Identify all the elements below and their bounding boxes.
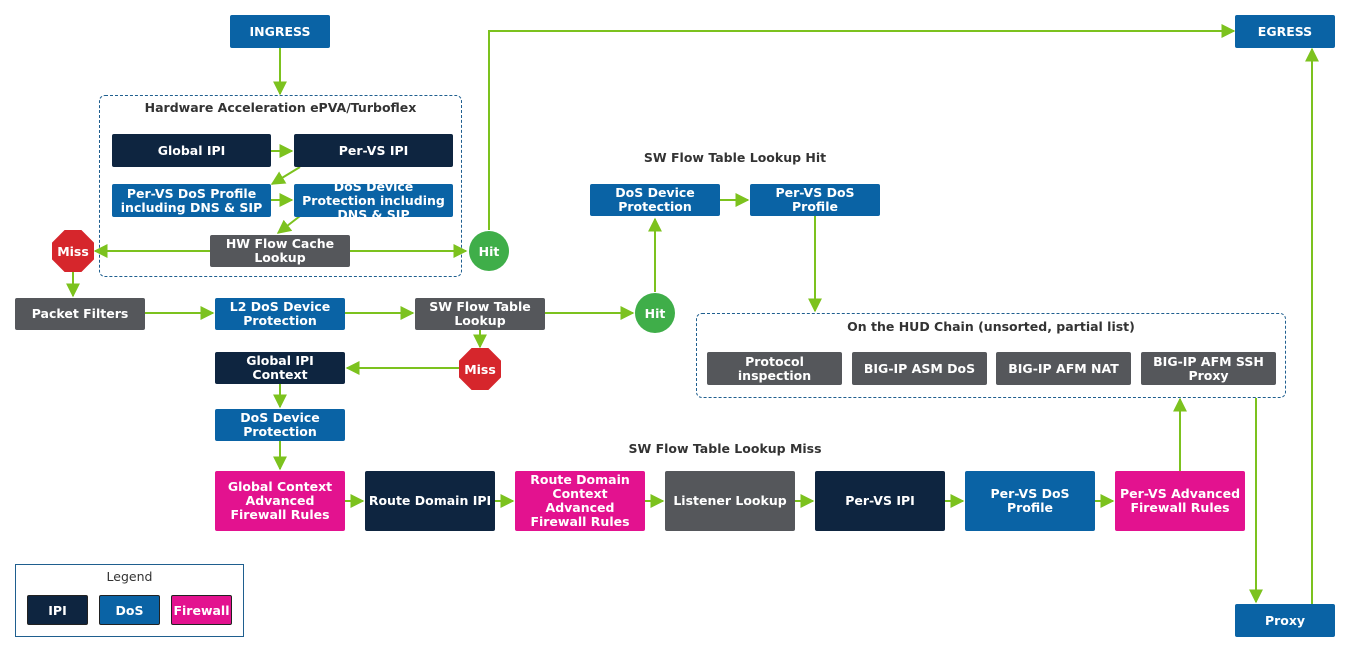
hw-flow-cache-lookup: HW Flow Cache Lookup bbox=[210, 235, 350, 267]
miss-route-domain-firewall: Route Domain Context Advanced Firewall R… bbox=[515, 471, 645, 531]
hit-sw-badge: Hit bbox=[635, 293, 675, 333]
sw-flow-table-lookup: SW Flow Table Lookup bbox=[415, 298, 545, 330]
hw-pervs-ipi: Per-VS IPI bbox=[294, 134, 453, 167]
hw-pervs-dos-profile: Per-VS DoS Profile including DNS & SIP bbox=[112, 184, 271, 217]
global-ipi-context: Global IPI Context bbox=[215, 352, 345, 384]
miss-pervs-advanced-firewall: Per-VS Advanced Firewall Rules bbox=[1115, 471, 1245, 531]
l2-dos-device-protection: L2 DoS Device Protection bbox=[215, 298, 345, 330]
hw-acceleration-title: Hardware Acceleration ePVA/Turboflex bbox=[144, 100, 417, 115]
sw-miss-label: SW Flow Table Lookup Miss bbox=[628, 441, 822, 456]
legend-ipi: IPI bbox=[27, 595, 88, 625]
hw-acceleration-group bbox=[99, 95, 462, 277]
egress-node: EGRESS bbox=[1235, 15, 1335, 48]
legend-dos: DoS bbox=[99, 595, 160, 625]
legend-firewall: Firewall bbox=[171, 595, 232, 625]
proxy-node: Proxy bbox=[1235, 604, 1335, 637]
arrow-pervsipi-pervsdos bbox=[270, 166, 301, 185]
packet-filters: Packet Filters bbox=[15, 298, 145, 330]
legend-title: Legend bbox=[106, 569, 153, 584]
hit-dos-device-protection: DoS Device Protection bbox=[590, 184, 720, 216]
miss-global-context-firewall: Global Context Advanced Firewall Rules bbox=[215, 471, 345, 531]
miss-pervs-ipi: Per-VS IPI bbox=[815, 471, 945, 531]
miss-sw-badge: Miss bbox=[459, 348, 501, 390]
hit-pervs-dos-profile: Per-VS DoS Profile bbox=[750, 184, 880, 216]
arrow-dosdevice-flowcache bbox=[276, 215, 301, 234]
hud-chain-title: On the HUD Chain (unsorted, partial list… bbox=[847, 319, 1135, 334]
legend: Legend IPI DoS Firewall bbox=[15, 564, 244, 637]
hw-dos-device-protection: DoS Device Protection including DNS & SI… bbox=[294, 179, 453, 221]
arrow-hit-egress bbox=[488, 24, 1236, 230]
miss-listener-lookup: Listener Lookup bbox=[665, 471, 795, 531]
sw-hit-label: SW Flow Table Lookup Hit bbox=[643, 150, 827, 165]
hit-hw-badge: Hit bbox=[469, 231, 509, 271]
hw-global-ipi: Global IPI bbox=[112, 134, 271, 167]
hud-chain-group bbox=[696, 313, 1286, 398]
miss-pervs-dos-profile: Per-VS DoS Profile bbox=[965, 471, 1095, 531]
miss-route-domain-ipi: Route Domain IPI bbox=[365, 471, 495, 531]
miss-hw-badge: Miss bbox=[52, 230, 94, 272]
dos-device-protection-sw: DoS Device Protection bbox=[215, 409, 345, 441]
ingress-node: INGRESS bbox=[230, 15, 330, 48]
hud-asm-dos: BIG-IP ASM DoS bbox=[852, 352, 987, 385]
hud-protocol-inspection: Protocol inspection bbox=[707, 352, 842, 385]
hud-afm-nat: BIG-IP AFM NAT bbox=[996, 352, 1131, 385]
hud-afm-ssh-proxy: BIG-IP AFM SSH Proxy bbox=[1141, 352, 1276, 385]
